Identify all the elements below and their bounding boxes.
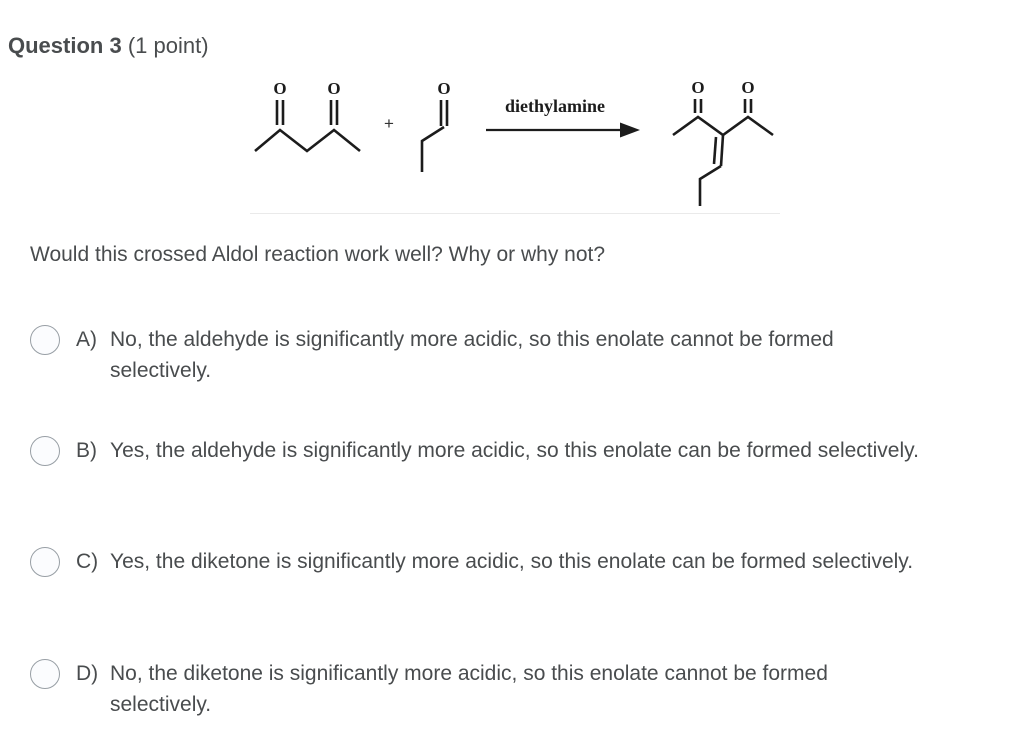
question-header: Question 3 (1 point) xyxy=(8,33,209,59)
product-structure: O O xyxy=(672,78,774,206)
option-d-radio[interactable] xyxy=(30,659,60,689)
option-d-letter: D) xyxy=(76,662,99,685)
option-c-radio[interactable] xyxy=(30,547,60,577)
plus-sign: + xyxy=(384,114,394,133)
answer-option-a[interactable]: A) No, the aldehyde is significantly mor… xyxy=(30,324,922,386)
reaction-scheme-image: O O + O diethylamine O O xyxy=(250,75,780,214)
option-d-text: No, the diketone is significantly more a… xyxy=(110,662,828,716)
diketone-structure: O O xyxy=(254,79,361,153)
reaction-scheme-svg: O O + O diethylamine O O xyxy=(254,78,774,206)
option-b-letter: B) xyxy=(76,439,97,462)
oxygen-atom-label: O xyxy=(327,79,340,98)
reagent-label: diethylamine xyxy=(505,96,605,116)
option-b-radio[interactable] xyxy=(30,436,60,466)
oxygen-atom-label: O xyxy=(691,78,704,97)
option-c-letter: C) xyxy=(76,550,99,573)
question-text: Would this crossed Aldol reaction work w… xyxy=(30,243,606,266)
option-a-letter: A) xyxy=(76,328,97,351)
reaction-arrow: diethylamine xyxy=(486,96,640,138)
question-points: (1 point) xyxy=(127,33,209,58)
option-a-radio[interactable] xyxy=(30,325,60,355)
question-title: Question 3 xyxy=(8,33,122,58)
oxygen-atom-label: O xyxy=(273,79,286,98)
answer-option-c[interactable]: C) Yes, the diketone is significantly mo… xyxy=(30,546,913,577)
option-a-text: No, the aldehyde is significantly more a… xyxy=(110,328,834,382)
oxygen-atom-label: O xyxy=(741,78,754,97)
option-b-text: Yes, the aldehyde is significantly more … xyxy=(110,439,919,462)
answer-option-b[interactable]: B) Yes, the aldehyde is significantly mo… xyxy=(30,435,919,466)
answer-option-d[interactable]: D) No, the diketone is significantly mor… xyxy=(30,658,922,720)
aldehyde-structure: O xyxy=(420,79,451,172)
option-c-text: Yes, the diketone is significantly more … xyxy=(110,550,914,573)
oxygen-atom-label: O xyxy=(437,79,450,98)
